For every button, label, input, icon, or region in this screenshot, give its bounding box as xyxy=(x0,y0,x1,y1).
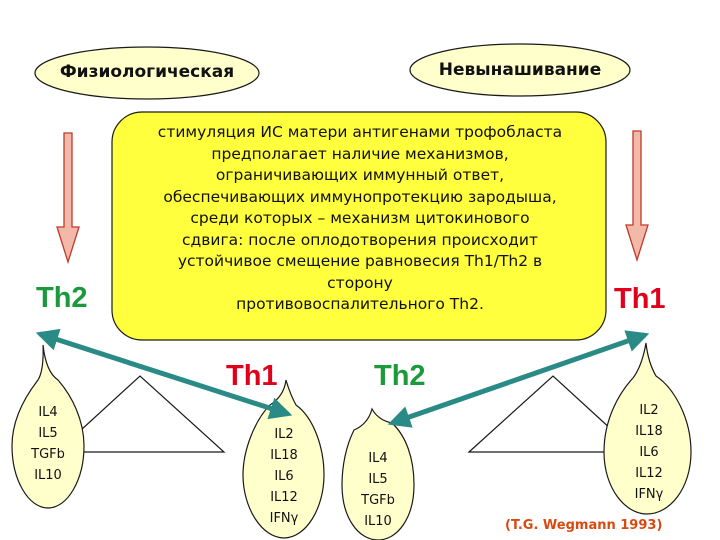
cytokine-item: TGFb xyxy=(361,493,395,508)
cytokine-list-3: IL4 IL5 TGFb IL10 xyxy=(344,448,412,532)
center-text-line: предполагает наличие механизмов, xyxy=(211,144,509,163)
th1-center-label: Th1 xyxy=(226,360,278,392)
right-oval-label: Невынашивание xyxy=(438,60,602,80)
cytokine-item: IFNγ xyxy=(269,511,299,526)
cytokine-item: IL12 xyxy=(270,490,298,505)
cytokine-item: IL5 xyxy=(38,426,58,441)
right-oval xyxy=(409,43,631,97)
cytokine-item: IL6 xyxy=(639,445,659,460)
cytokine-item: IL4 xyxy=(38,405,58,420)
cytokine-item: IL10 xyxy=(364,514,392,529)
center-text-line: стимуляция ИС матери антигенами трофобла… xyxy=(157,123,563,141)
center-box-text: стимуляция ИС матери антигенами трофобла… xyxy=(122,122,598,316)
center-text-line: обеспечивающих иммунопротекцию зародыша, xyxy=(163,187,557,206)
center-text-line: среди которых – механизм цитокинового xyxy=(190,209,530,227)
cytokine-list-2: IL2 IL18 IL6 IL12 IFNγ xyxy=(246,424,322,529)
right-connector-arrow-icon xyxy=(387,330,650,428)
th1-right-label: Th1 xyxy=(614,283,666,315)
cytokine-item: IL6 xyxy=(274,469,294,484)
cytokine-list-4: IL2 IL18 IL6 IL12 IFNγ xyxy=(610,400,688,505)
cytokine-item: IL2 xyxy=(274,427,294,442)
left-oval-label: Физиологическая xyxy=(59,62,235,82)
cytokine-item: IL5 xyxy=(368,472,388,487)
cytokine-bubble-3 xyxy=(341,407,415,540)
left-connector-arrow-icon xyxy=(35,328,293,420)
cytokine-item: IL18 xyxy=(270,448,298,463)
cytokine-item: IFNγ xyxy=(634,487,664,502)
cytokine-item: TGFb xyxy=(31,447,65,462)
cytokine-list-1: IL4 IL5 TGFb IL10 xyxy=(14,402,82,486)
cytokine-item: IL4 xyxy=(368,451,388,466)
th2-left-label: Th2 xyxy=(36,282,88,314)
center-text-line: сторону xyxy=(327,273,393,292)
center-text-line: устойчивое смещение равновесия Th1/Th2 в xyxy=(177,252,543,270)
cytokine-item: IL18 xyxy=(635,424,663,439)
center-text-line: противовоспалительного Th2. xyxy=(236,295,484,313)
th2-center-label: Th2 xyxy=(374,360,426,392)
citation: (T.G. Wegmann 1993) xyxy=(505,518,663,533)
center-text-line: ограничивающих иммунный ответ, xyxy=(215,166,505,184)
cytokine-item: IL12 xyxy=(635,466,663,481)
cytokine-item: IL10 xyxy=(34,468,62,483)
left-down-arrow-icon xyxy=(56,132,80,265)
right-down-arrow-icon xyxy=(625,130,649,263)
cytokine-item: IL2 xyxy=(639,403,659,418)
left-oval xyxy=(34,46,260,100)
center-text-line: сдвига: после оплодотворения происходит xyxy=(182,230,538,249)
center-box xyxy=(111,111,607,341)
